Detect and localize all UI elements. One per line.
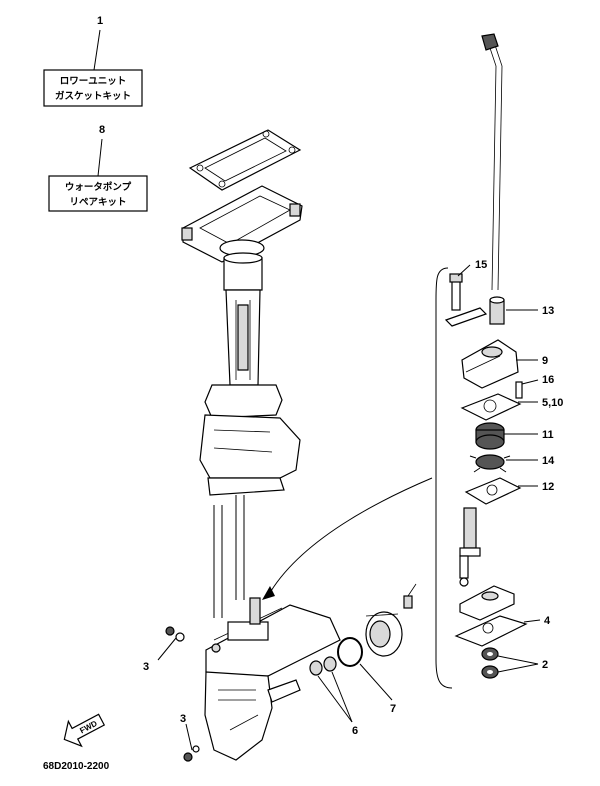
forward-arrow: FWD: [63, 713, 106, 748]
callout-4: 4: [544, 615, 551, 627]
callout-6: 6: [352, 725, 358, 737]
callout-3-upper: 3: [143, 661, 149, 673]
callout-16: 16: [542, 374, 554, 386]
water-tube: [481, 33, 503, 291]
callout-15: 15: [475, 259, 487, 271]
callout-12: 12: [542, 481, 554, 493]
gearcase: [204, 597, 341, 761]
part-gasket-5-10: [460, 393, 522, 421]
part-grommet-13: [489, 296, 505, 325]
part-insert-11: [475, 422, 505, 450]
kit-1-name-line2: ガスケットキット: [55, 90, 131, 102]
callout-3-lower: 3: [180, 713, 186, 725]
callout-9: 9: [542, 355, 548, 367]
part-washers-6: [309, 656, 337, 676]
part-plate-15: [444, 307, 488, 327]
part-bolt-15: [449, 273, 463, 311]
part-seals-2: [481, 647, 499, 679]
part-impeller-14: [469, 454, 511, 473]
part-gasket-4: [454, 615, 528, 647]
part-nut-3-upper: [165, 626, 185, 642]
part-pin-16: [515, 381, 523, 399]
mount-plate: [181, 185, 303, 263]
upper-gasket: [188, 129, 302, 191]
callout-11: 11: [542, 429, 554, 441]
drive-shaft-housing: [199, 252, 301, 618]
kit-1-number: 1: [97, 15, 103, 27]
callout-5-10: 5,10: [542, 397, 563, 409]
kit-8-name-line1: ウォータポンプ: [65, 181, 132, 193]
kit-1-label: 1 ロワーユニット ガスケットキット: [43, 15, 143, 107]
part-plate-12: [464, 477, 522, 505]
part-housing-cap: [365, 611, 403, 657]
callout-7: 7: [390, 703, 396, 715]
part-pump-housing-9: [461, 339, 519, 389]
part-oring-7: [337, 637, 363, 667]
kit-8-number: 8: [99, 124, 105, 136]
diagram-code: 68D2010-2200: [43, 761, 110, 772]
kit-1-name-line1: ロワーユニット: [60, 76, 127, 87]
kit-8-name-line2: リペアキット: [69, 197, 126, 208]
part-bolt-top: [403, 583, 417, 609]
callout-14: 14: [542, 455, 555, 467]
part-base-4-area: [459, 585, 515, 621]
part-nut-3-lower: [183, 745, 200, 762]
kit-8-label: 8 ウォータポンプ リペアキット: [48, 124, 148, 212]
part-shaft-key: [459, 507, 481, 587]
callout-13: 13: [542, 305, 554, 317]
callout-2: 2: [542, 659, 548, 671]
